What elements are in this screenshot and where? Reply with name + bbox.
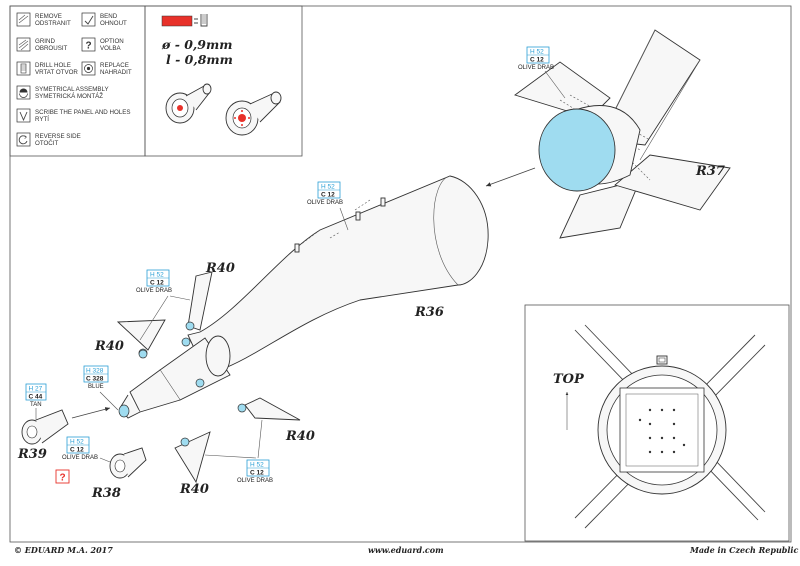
- legend-symmetrical-label-2: SYMETRICKÁ MONTÁŽ: [35, 92, 103, 100]
- svg-text:OLIVE DRAB: OLIVE DRAB: [237, 478, 273, 484]
- legend-scribe-label-1: SCRIBE THE PANEL AND HOLES: [35, 109, 130, 116]
- footer-origin: Made in Czech Republic: [689, 545, 798, 555]
- footer-copyright: © EDUARD M.A. 2017: [14, 545, 113, 555]
- replace-icon: [81, 61, 96, 76]
- footer-url: www.eduard.com: [368, 545, 444, 555]
- label-r40-top: R40: [205, 261, 235, 276]
- legend-remove-label-1: REMOVE: [35, 13, 62, 20]
- r37-attach-face: [538, 108, 616, 192]
- svg-text:OLIVE DRAB: OLIVE DRAB: [307, 200, 343, 206]
- svg-text:?: ?: [86, 41, 92, 52]
- svg-text:H 52: H 52: [321, 184, 335, 191]
- svg-text:C 12: C 12: [321, 192, 335, 199]
- part-r40-left: [116, 319, 166, 359]
- svg-text:H 52: H 52: [150, 272, 164, 279]
- legend-drill-label-2: VRTAT OTVOR: [35, 69, 78, 76]
- legend-reverse-label-1: REVERSE SIDE: [35, 133, 81, 140]
- svg-text:H 52: H 52: [250, 462, 264, 469]
- reverse-side-icon: [16, 132, 31, 147]
- color-tag-nose: H 328 C 328 BLUE: [83, 365, 119, 411]
- nozzle-detail-after: [225, 91, 282, 136]
- part-r38: [109, 447, 147, 479]
- legend-panel: REMOVE ODSTRANIT BEND OHNOUT GRIND OBROU…: [9, 5, 146, 157]
- part-r37: [514, 29, 731, 239]
- wire-color-swatch: [161, 15, 193, 27]
- part-r40-right: [237, 397, 301, 421]
- option-mark: ?: [55, 469, 70, 484]
- legend-replace-label-1: REPLACE: [100, 62, 129, 69]
- legend-bend-label-2: OHNOUT: [100, 20, 127, 27]
- legend-symmetrical-label-1: SYMETRICAL ASSEMBLY: [35, 86, 109, 93]
- color-tag-r36: H 52 C 12 OLIVE DRAB: [307, 181, 349, 231]
- svg-text:C 12: C 12: [150, 280, 164, 287]
- option-icon: ?: [81, 37, 96, 52]
- label-r36: R36: [414, 305, 444, 320]
- nozzle-detail-before: [165, 83, 212, 124]
- part-r36: [187, 175, 489, 373]
- wire-length: l - 0,8mm: [166, 52, 233, 67]
- color-tag-r40-top: H 52 C 12 OLIVE DRAB: [136, 269, 191, 341]
- svg-text:H 52: H 52: [70, 439, 84, 446]
- label-r40-bottom: R40: [179, 482, 209, 497]
- svg-text:H 27: H 27: [29, 386, 43, 393]
- part-r40-bottom: [174, 431, 211, 484]
- label-r40-left: R40: [94, 339, 124, 354]
- svg-text:?: ?: [60, 473, 66, 484]
- svg-text:C 12: C 12: [530, 57, 544, 64]
- legend-grind-label-1: GRIND: [35, 38, 55, 45]
- part-r39: [21, 409, 69, 445]
- label-r38: R38: [91, 486, 121, 501]
- label-r40-right: R40: [285, 429, 315, 444]
- svg-text:OLIVE DRAB: OLIVE DRAB: [518, 65, 554, 71]
- svg-text:C 12: C 12: [250, 470, 264, 477]
- bend-icon: [81, 12, 96, 27]
- symmetrical-assembly-icon: [16, 85, 31, 100]
- legend-reverse-label-2: OTOČIT: [35, 140, 58, 147]
- svg-text:OLIVE DRAB: OLIVE DRAB: [136, 288, 172, 294]
- svg-text:C 12: C 12: [70, 447, 84, 454]
- svg-text:H 52: H 52: [530, 49, 544, 56]
- grind-icon: [16, 37, 31, 52]
- wire-diameter: ø - 0,9mm: [161, 37, 232, 52]
- label-r37: R37: [695, 164, 725, 179]
- scribe-panel-icon: [16, 108, 31, 123]
- legend-replace-label-2: NAHRADIT: [100, 69, 132, 76]
- arrow-r37-to-r36: [485, 167, 536, 187]
- svg-text:C 44: C 44: [29, 394, 43, 401]
- legend-grind-label-2: OBROUSIT: [35, 45, 68, 52]
- wire-note-panel: ø - 0,9mm l - 0,8mm: [144, 5, 303, 157]
- color-tag-r37: H 52 C 12 OLIVE DRAB: [518, 46, 566, 99]
- legend-drill-label-1: DRILL HOLE: [35, 62, 71, 69]
- label-r39: R39: [17, 447, 47, 462]
- top-view-panel: TOP: [524, 304, 790, 542]
- svg-text:BLUE: BLUE: [88, 384, 104, 390]
- drill-hole-icon: [16, 61, 31, 76]
- nose-section: [118, 335, 231, 419]
- legend-option-label-2: VOLBA: [100, 45, 122, 52]
- color-tag-r39: H 27 C 44 TAN: [25, 383, 47, 420]
- rod-icon: [200, 14, 208, 27]
- label-top: TOP: [553, 372, 585, 387]
- legend-bend-label-1: BEND: [100, 13, 118, 20]
- part-r40-top: [185, 271, 213, 331]
- color-tag-r38: H 52 C 12 OLIVE DRAB: [62, 436, 111, 463]
- legend-option-label-1: OPTION: [100, 38, 124, 45]
- svg-text:OLIVE DRAB: OLIVE DRAB: [62, 455, 98, 461]
- color-tag-r40-bottom: H 52 C 12 OLIVE DRAB: [204, 419, 273, 484]
- legend-remove-label-2: ODSTRANIT: [35, 20, 71, 27]
- remove-icon: [16, 12, 31, 27]
- equals-icon: [194, 18, 198, 24]
- arrow-r39: [71, 407, 111, 419]
- legend-scribe-label-2: RYTÍ: [35, 116, 49, 123]
- sheet-border: [9, 5, 792, 543]
- svg-text:H 328: H 328: [86, 368, 104, 375]
- svg-text:C 328: C 328: [86, 376, 104, 383]
- svg-text:TAN: TAN: [30, 402, 42, 408]
